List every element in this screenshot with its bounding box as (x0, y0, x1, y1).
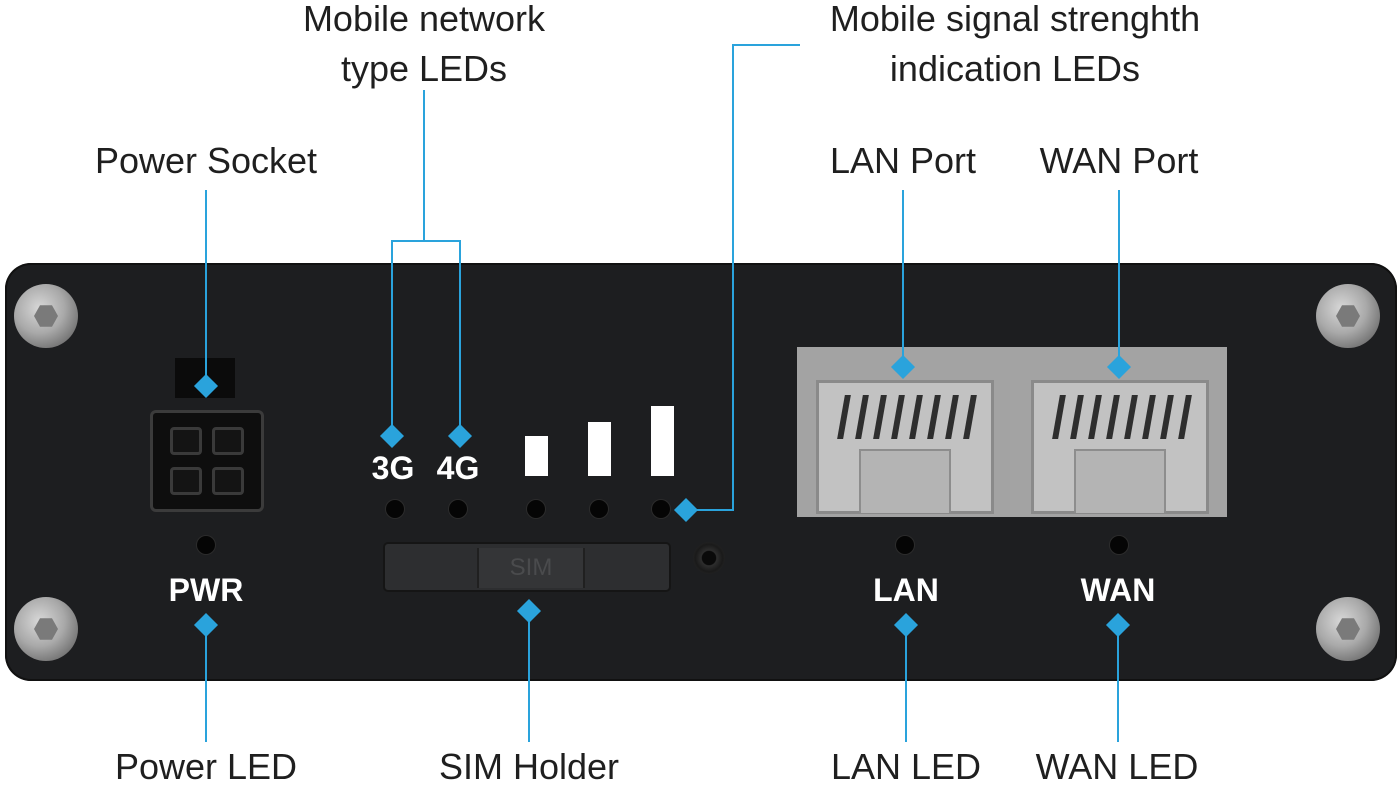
signal-led (652, 500, 670, 518)
socket-pin (212, 427, 244, 455)
4g-led (449, 500, 467, 518)
lan-panel-label: LAN (873, 572, 939, 608)
power-socket (150, 410, 264, 512)
wan-panel-label: WAN (1080, 572, 1156, 608)
label-line-2: indication LEDs (889, 48, 1141, 89)
wan-port[interactable] (1031, 380, 1209, 514)
leader-signal-strength (688, 44, 800, 511)
mobile-network-type-leds-label: Mobile network type LEDs (303, 0, 545, 94)
reset-button[interactable] (693, 542, 725, 574)
pwr-label: PWR (168, 572, 244, 608)
3g-led (386, 500, 404, 518)
signal-bar-icon (651, 406, 674, 476)
signal-bar-icon (525, 436, 548, 476)
sim-holder[interactable]: SIM (383, 542, 671, 592)
socket-pin (212, 467, 244, 495)
port-latch (1074, 449, 1166, 513)
label-line-2: type LEDs (340, 48, 508, 89)
wan-led-label: WAN LED (1035, 746, 1199, 787)
mobile-signal-strength-leds-label: Mobile signal strenghth indication LEDs (830, 0, 1200, 94)
wan-led (1110, 536, 1128, 554)
socket-pin (170, 427, 202, 455)
signal-bar-icon (588, 422, 611, 476)
port-latch (859, 449, 951, 513)
wan-port-label: WAN Port (1039, 140, 1199, 181)
4g-label: 4G (436, 450, 480, 486)
leader-network-type-bracket (391, 240, 461, 436)
lan-led-label: LAN LED (830, 746, 982, 787)
label-line-1: Mobile network (302, 0, 546, 39)
signal-led (590, 500, 608, 518)
signal-led (527, 500, 545, 518)
power-led-label: Power LED (114, 746, 298, 787)
screw-icon (14, 597, 78, 661)
screw-icon (1316, 284, 1380, 348)
label-line-1: Mobile signal strenghth (829, 0, 1201, 39)
lan-led (896, 536, 914, 554)
power-led (197, 536, 215, 554)
lan-port[interactable] (816, 380, 994, 514)
socket-pin (170, 467, 202, 495)
screw-icon (1316, 597, 1380, 661)
sim-tray-label: SIM (477, 548, 585, 588)
screw-icon (14, 284, 78, 348)
power-socket-label: Power Socket (94, 140, 318, 181)
lan-port-label: LAN Port (829, 140, 977, 181)
sim-holder-label: SIM Holder (438, 746, 620, 787)
3g-label: 3G (371, 450, 415, 486)
